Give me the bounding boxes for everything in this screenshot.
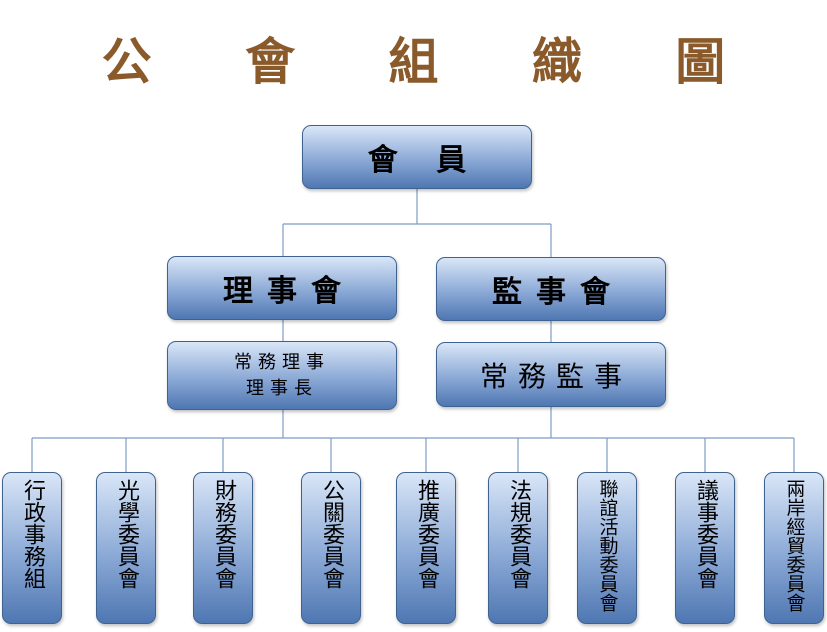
standing-directors-box: 常務理事 理事長 bbox=[167, 341, 397, 410]
committee-box-administration: 行政事務組 bbox=[2, 472, 62, 624]
committee-box-promotion: 推廣委員會 bbox=[396, 472, 456, 624]
committee-label: 財務委員會 bbox=[211, 479, 236, 589]
standing-supervisor-box: 常務監事 bbox=[436, 342, 666, 407]
board-of-directors-label: 理事會 bbox=[223, 274, 355, 309]
page-title: 公 會 組 織 圖 bbox=[101, 32, 764, 91]
standing-supervisor-label: 常務監事 bbox=[479, 359, 632, 393]
committee-label: 公關委員會 bbox=[319, 479, 344, 589]
committee-box-cross-strait-trade: 兩岸經貿委員會 bbox=[764, 472, 824, 624]
committee-label: 行政事務組 bbox=[20, 479, 45, 589]
committee-box-regulations: 法規委員會 bbox=[488, 472, 548, 624]
committee-label: 光學委員會 bbox=[114, 479, 139, 589]
committee-box-social-activities: 聯誼活動委員會 bbox=[577, 472, 637, 624]
board-of-supervisors-box: 監事會 bbox=[436, 257, 666, 321]
chairman-label: 理事長 bbox=[246, 377, 318, 399]
committee-box-public-relations: 公關委員會 bbox=[301, 472, 361, 624]
committee-label: 推廣委員會 bbox=[414, 479, 439, 589]
committee-label: 法規委員會 bbox=[506, 479, 531, 589]
standing-directors-label: 常務理事 bbox=[234, 351, 330, 373]
board-of-supervisors-label: 監事會 bbox=[492, 275, 624, 310]
committee-box-finance: 財務委員會 bbox=[193, 472, 253, 624]
members-box: 會 員 bbox=[302, 125, 532, 189]
committee-box-optics: 光學委員會 bbox=[96, 472, 156, 624]
board-of-directors-box: 理事會 bbox=[167, 256, 397, 320]
members-label: 會 員 bbox=[367, 143, 481, 178]
committee-box-proceedings: 議事委員會 bbox=[675, 472, 735, 624]
committee-label: 議事委員會 bbox=[693, 479, 718, 589]
committee-label: 兩岸經貿委員會 bbox=[783, 479, 806, 612]
committee-label: 聯誼活動委員會 bbox=[596, 479, 619, 612]
